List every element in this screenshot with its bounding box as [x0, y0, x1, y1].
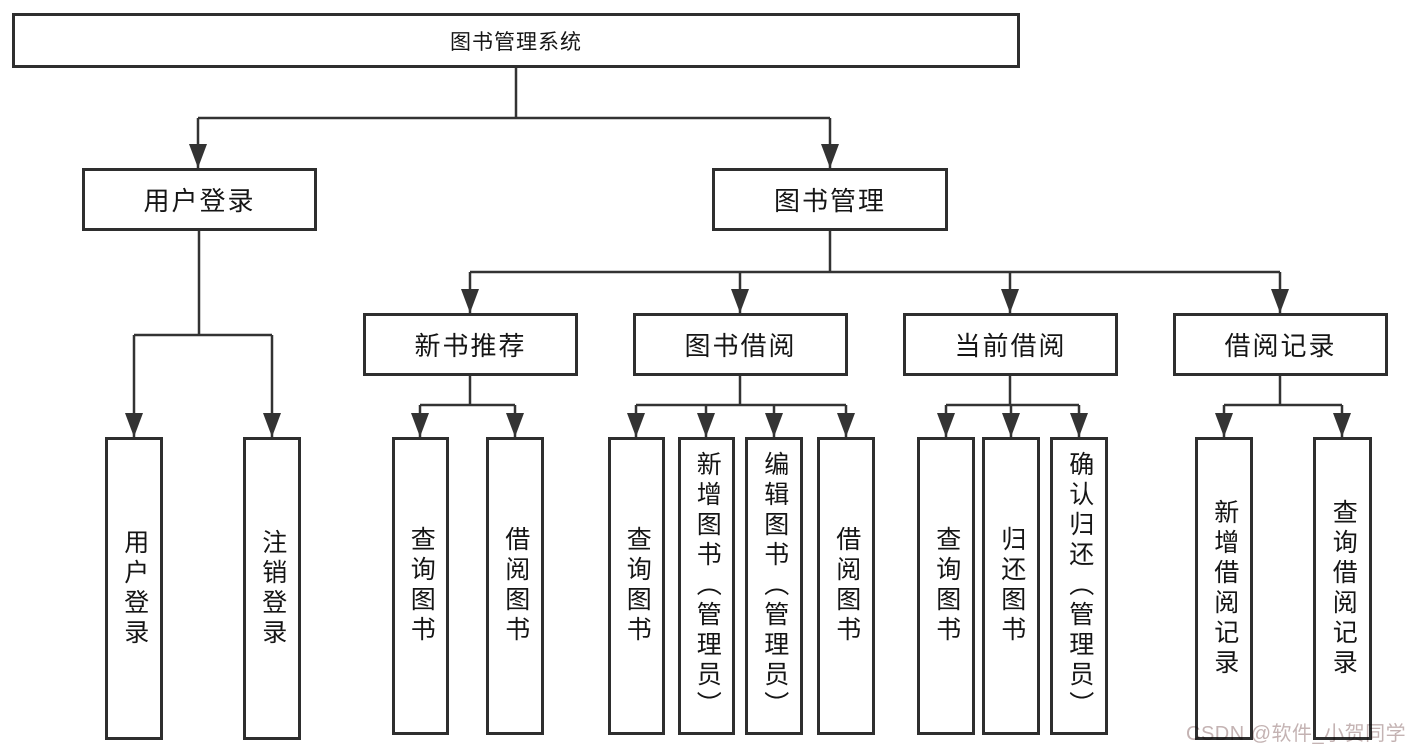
- arrowhead: [627, 413, 645, 437]
- arrowhead: [821, 144, 839, 168]
- connector-new-book-children: [418, 376, 517, 437]
- arrowhead: [765, 413, 783, 437]
- node-new-book-recommend-label: 新书推荐: [414, 331, 527, 361]
- arrowhead: [125, 413, 143, 437]
- node-user-login: 用户登录: [82, 168, 317, 231]
- arrowhead: [837, 413, 855, 437]
- arrowhead: [1333, 413, 1351, 437]
- leaf-edit-book-admin: 编辑图书（管理员）: [745, 437, 803, 735]
- leaf-query-book-borrow: 查询图书: [608, 437, 665, 735]
- arrowhead: [461, 289, 479, 313]
- leaf-user-login: 用户登录: [105, 437, 163, 740]
- leaf-add-borrow-record: 新增借阅记录: [1195, 437, 1253, 740]
- node-borrow-records: 借阅记录: [1173, 313, 1388, 376]
- node-current-borrow: 当前借阅: [903, 313, 1118, 376]
- leaf-confirm-return-admin: 确认归还（管理员）: [1050, 437, 1108, 735]
- leaf-query-book-current: 查询图书: [917, 437, 975, 735]
- arrowhead: [1070, 413, 1088, 437]
- leaf-add-book-admin: 新增图书（管理员）: [678, 437, 735, 735]
- connector-user-login-children: [132, 231, 274, 437]
- connector-book-management-children: [468, 231, 1282, 313]
- arrowhead: [1001, 289, 1019, 313]
- node-borrow-records-label: 借阅记录: [1224, 331, 1337, 361]
- arrowhead: [263, 413, 281, 437]
- watermark: CSDN @软件_小贺同学: [1186, 723, 1405, 745]
- node-current-borrow-label: 当前借阅: [954, 331, 1067, 361]
- leaf-query-borrow-record: 查询借阅记录: [1313, 437, 1372, 740]
- arrowhead: [731, 289, 749, 313]
- arrowhead: [697, 413, 715, 437]
- node-book-borrow: 图书借阅: [633, 313, 848, 376]
- arrowhead: [1215, 413, 1233, 437]
- arrowhead: [506, 413, 524, 437]
- leaf-return-book: 归还图书: [982, 437, 1040, 735]
- node-new-book-recommend: 新书推荐: [363, 313, 578, 376]
- leaf-borrow-book-recommend: 借阅图书: [486, 437, 544, 735]
- leaf-logout: 注销登录: [243, 437, 301, 740]
- node-user-login-label: 用户登录: [143, 186, 256, 216]
- connector-book-borrow-children: [634, 376, 848, 437]
- arrowhead: [937, 413, 955, 437]
- arrowhead: [189, 144, 207, 168]
- leaf-query-book-recommend: 查询图书: [392, 437, 449, 735]
- arrowhead: [1002, 413, 1020, 437]
- node-book-management: 图书管理: [712, 168, 948, 231]
- arrowhead: [1271, 289, 1289, 313]
- arrowhead: [411, 413, 429, 437]
- connector-borrow-records-children: [1222, 376, 1344, 437]
- leaf-borrow-book: 借阅图书: [817, 437, 875, 735]
- node-book-management-label: 图书管理: [773, 186, 886, 216]
- connector-root-to-level2: [196, 68, 832, 168]
- node-root-label: 图书管理系统: [450, 30, 582, 54]
- node-root: 图书管理系统: [12, 13, 1020, 68]
- node-book-borrow-label: 图书借阅: [684, 331, 797, 361]
